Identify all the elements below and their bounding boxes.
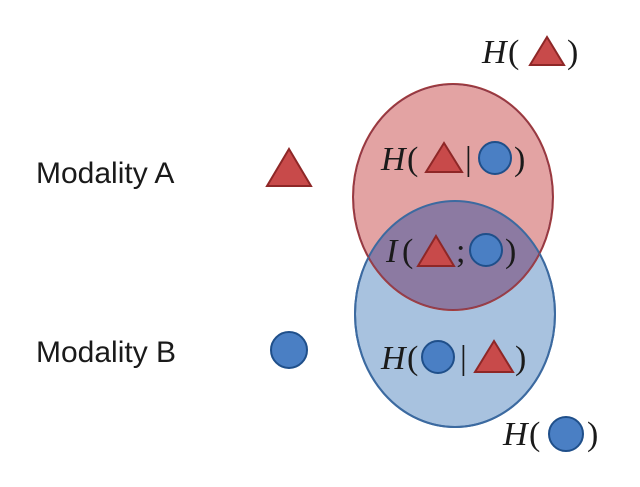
conditional-separator: | xyxy=(460,340,467,377)
circle-icon xyxy=(469,233,503,267)
circle-icon xyxy=(270,331,308,369)
mutual-information-symbol: I xyxy=(385,233,399,270)
close-paren: ) xyxy=(515,340,526,377)
open-paren: ( xyxy=(402,233,413,270)
conditional-entropy-a-given-b: H ( | ) xyxy=(380,141,525,178)
close-paren: ) xyxy=(514,141,525,178)
close-paren: ) xyxy=(587,416,598,453)
triangle-icon xyxy=(528,35,566,66)
open-paren: ( xyxy=(529,416,540,453)
triangle-icon xyxy=(424,141,464,173)
circle-icon xyxy=(478,141,512,175)
mutual-information-expression: I ( ; ) xyxy=(385,233,516,270)
entropy-a-symbol: H xyxy=(481,34,509,71)
conditional-entropy-a-symbol: H xyxy=(380,141,408,178)
open-paren: ( xyxy=(407,340,418,377)
triangle-icon xyxy=(473,339,515,373)
triangle-icon xyxy=(416,234,456,267)
close-paren: ) xyxy=(567,34,578,71)
circle-icon xyxy=(421,340,455,374)
close-paren: ) xyxy=(505,233,516,270)
overlap-region xyxy=(355,201,553,310)
open-paren: ( xyxy=(508,34,519,71)
conditional-separator: | xyxy=(465,141,472,178)
triangle-icon xyxy=(265,147,313,187)
conditional-entropy-b-symbol: H xyxy=(380,340,408,377)
conditional-entropy-b-given-a: H ( | ) xyxy=(380,339,526,377)
entropy-b-expression: H ( ) xyxy=(502,416,598,453)
set-b-outline xyxy=(354,200,556,428)
open-paren: ( xyxy=(407,141,418,178)
modality-b-label: Modality B xyxy=(36,336,176,369)
modality-a-label: Modality A xyxy=(36,157,174,190)
mutual-separator: ; xyxy=(456,233,465,270)
circle-icon xyxy=(548,416,584,452)
entropy-b-symbol: H xyxy=(502,416,530,453)
entropy-a-expression: H ( ) xyxy=(481,34,578,71)
